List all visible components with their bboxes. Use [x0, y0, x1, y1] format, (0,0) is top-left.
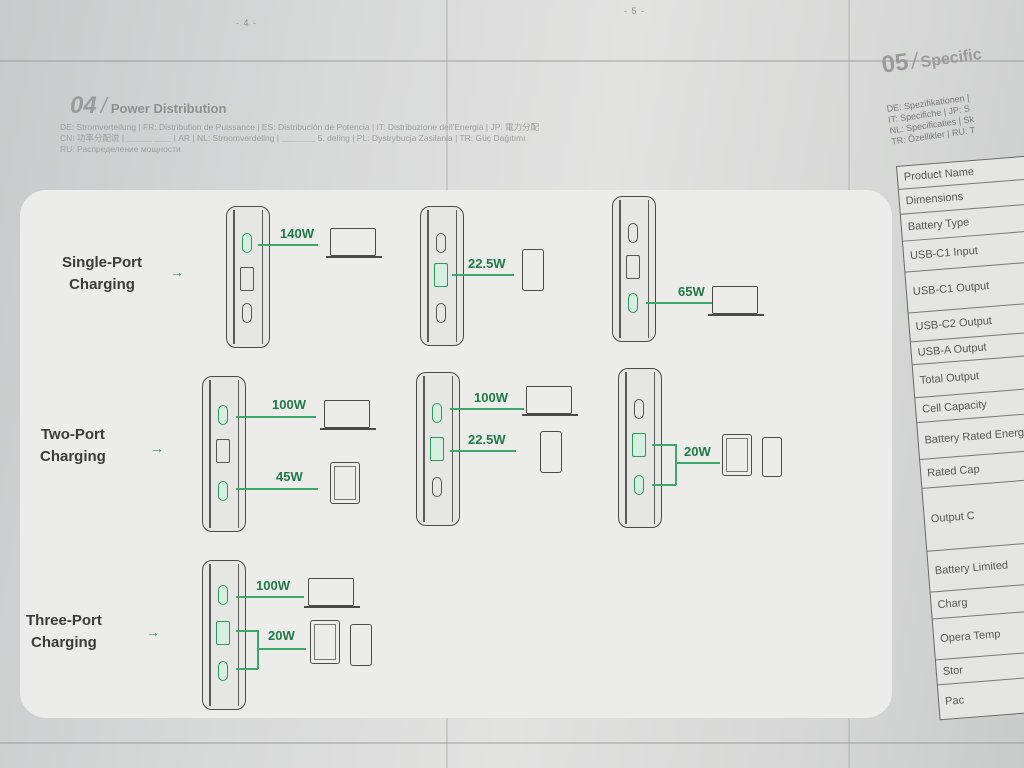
laptop-icon [326, 228, 382, 258]
usb-c2-port [218, 661, 228, 681]
laptop-icon [522, 386, 578, 416]
connector-line [652, 444, 676, 446]
usb-c1-port [628, 223, 638, 243]
spec-section-label: Specific [919, 45, 983, 72]
usb-a-port [430, 437, 444, 461]
usb-a-port [434, 263, 448, 287]
spec-table: Product Name Dimensions Battery Type USB… [896, 153, 1024, 721]
phone-icon [762, 437, 782, 477]
connector-line [675, 444, 677, 485]
connector-line [236, 416, 316, 418]
spec-section-number: 05 [880, 48, 911, 79]
power-bank-diagram [226, 206, 270, 348]
laptop-icon [708, 286, 764, 316]
section-label: Power Distribution [110, 101, 227, 116]
connector-line [236, 668, 258, 670]
fold-line [0, 742, 1024, 744]
usb-c2-port [242, 303, 252, 323]
tablet-icon [330, 462, 360, 504]
wattage-label: 45W [276, 469, 303, 484]
usb-c2-port [628, 293, 638, 313]
usb-a-port [240, 267, 254, 291]
connector-line [450, 450, 516, 452]
wattage-label: 22.5W [468, 256, 506, 271]
group-label-three: Three-Port Charging [26, 610, 102, 654]
spec-section-title: 05/Specific [880, 45, 983, 79]
power-bank-diagram [612, 196, 656, 342]
power-bank-diagram [202, 376, 246, 532]
connector-line [652, 484, 676, 486]
wattage-label: 65W [678, 284, 705, 299]
wattage-label: 100W [256, 578, 290, 593]
connector-line [452, 274, 514, 276]
group-label-text: Single-Port Charging [62, 254, 143, 293]
usb-c1-port [436, 233, 446, 253]
laptop-icon [304, 578, 360, 608]
connector-line [646, 302, 712, 304]
fold-line [0, 60, 1024, 62]
usb-a-port [216, 439, 230, 463]
section-number: 04 [70, 92, 97, 119]
group-label-single: Single-Port Charging [62, 252, 142, 296]
connector-line [236, 488, 318, 490]
phone-icon [522, 249, 544, 291]
translation-line: RU: Распределение мощности [60, 144, 181, 154]
arrow-icon: → [146, 624, 160, 640]
page-number-right: - 5 - [624, 6, 646, 16]
phone-icon [350, 624, 372, 666]
usb-c1-port [218, 585, 228, 605]
usb-a-port [216, 621, 230, 645]
wattage-label: 20W [268, 628, 295, 643]
usb-c1-port [218, 405, 228, 425]
connector-line [258, 244, 318, 246]
wattage-label: 100W [474, 390, 508, 405]
wattage-label: 22.5W [468, 432, 506, 447]
arrow-icon: → [170, 264, 184, 280]
group-label-two: Two-Port Charging [40, 424, 106, 468]
usb-c1-port [634, 399, 644, 419]
usb-c2-port [432, 477, 442, 497]
power-bank-diagram [420, 206, 464, 346]
translation-line: DE: Stromverteilung | FR: Distribution d… [60, 122, 540, 132]
usb-a-port [632, 433, 646, 457]
group-label-text: Two-Port Charging [40, 426, 106, 465]
connector-line [236, 596, 304, 598]
laptop-icon [320, 400, 376, 430]
section-translations: DE: Stromverteilung | FR: Distribution d… [60, 122, 800, 155]
wattage-label: 140W [280, 226, 314, 241]
spec-translations: DE: Spezifikationen | IT: Specifiche | J… [886, 82, 1024, 148]
spec-row-label: Output C [922, 476, 1024, 552]
wattage-label: 100W [272, 397, 306, 412]
power-bank-diagram [416, 372, 460, 526]
connector-line [450, 408, 524, 410]
group-label-text: Three-Port Charging [26, 612, 102, 651]
tablet-icon [310, 620, 340, 664]
tablet-icon [722, 434, 752, 476]
connector-line [258, 648, 306, 650]
usb-a-port [626, 255, 640, 279]
page-number-left: - 4 - [236, 18, 258, 28]
power-bank-diagram [618, 368, 662, 528]
connector-line [236, 630, 258, 632]
connector-line [257, 630, 259, 669]
usb-c1-port [432, 403, 442, 423]
usb-c1-port [242, 233, 252, 253]
translation-line: CN: 功率分配说 | ＿＿＿ ＿＿ | AR | NL: Stroomverd… [60, 133, 526, 143]
wattage-label: 20W [684, 444, 711, 459]
arrow-icon: → [150, 440, 164, 456]
usb-c2-port [436, 303, 446, 323]
usb-c2-port [218, 481, 228, 501]
power-bank-diagram [202, 560, 246, 710]
section-title: 04/Power Distribution [70, 92, 227, 119]
phone-icon [540, 431, 562, 473]
connector-line [676, 462, 720, 464]
usb-c2-port [634, 475, 644, 495]
